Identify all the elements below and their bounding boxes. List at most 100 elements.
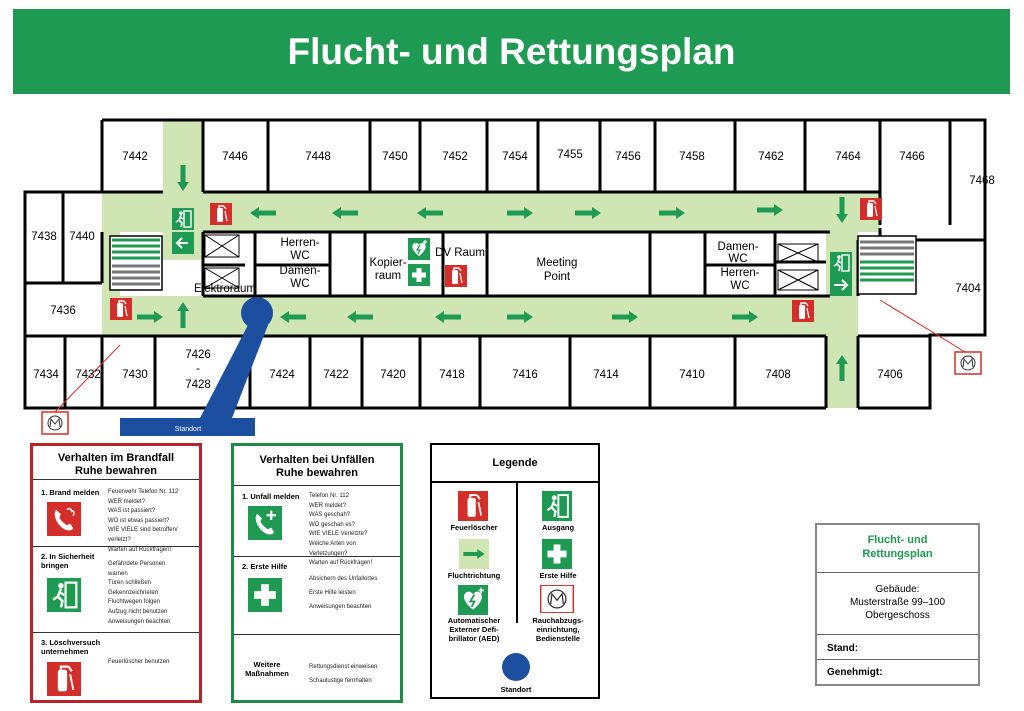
line: Welche Arten von Verletzungen?	[309, 540, 356, 557]
elevator-shafts	[204, 234, 819, 291]
fire-box-title-2: Ruhe bewahren	[75, 465, 157, 477]
room-label: Damen-	[280, 265, 321, 277]
line: Rettungsplan	[862, 548, 933, 560]
room-label: Elektroraum	[194, 283, 256, 295]
fire-extinguisher-icon	[791, 299, 815, 323]
section-heading: 2. Erste Hilfe	[242, 562, 288, 571]
section-lines: Absichern des Unfallortes Erste Hilfe le…	[309, 572, 394, 614]
line: Bedienstelle	[535, 634, 581, 643]
room-label: 7426	[185, 349, 211, 361]
line: WER meldet?	[309, 502, 347, 509]
line: Musterstraße 99–100	[849, 597, 946, 608]
standort-marker-icon	[502, 653, 530, 681]
legend-label: Erste Hilfe	[539, 571, 577, 580]
first-aid-icon	[248, 578, 282, 612]
room-label: 7442	[122, 151, 148, 163]
room-label: 7406	[877, 369, 903, 381]
line: Absichern des Unfallortes	[309, 576, 378, 582]
line: Erste Hilfe leisten	[309, 590, 356, 596]
line: Gebäude:	[875, 584, 920, 595]
standort-marker-icon	[120, 297, 273, 436]
accident-box-title-2: Ruhe bewahren	[276, 467, 358, 479]
info-box: Flucht- und Rettungsplan Gebäude: Muster…	[815, 523, 980, 686]
section-lines: Feuerwehr Telefon Nr. 112 WER meldet? WA…	[108, 488, 193, 555]
room-label: raum	[375, 270, 401, 282]
aed-icon	[458, 585, 488, 615]
room-label: 7466	[899, 151, 925, 163]
line: Aufzug nicht benutzen	[108, 608, 168, 615]
section-heading: 1. Brand melden	[41, 488, 100, 497]
legend-label: Ausgang	[541, 523, 575, 532]
exit-icon	[542, 491, 572, 521]
line: Gefährdete Personen	[108, 561, 166, 567]
section-lines: Feuerlöscher benutzen	[108, 658, 193, 668]
room-label: DV Raum	[435, 247, 485, 259]
line: Rauchabzugs-	[532, 616, 584, 625]
line: WO geschah es?	[309, 521, 356, 528]
fire-alarm-phone-icon	[47, 502, 81, 536]
line: WAS geschah?	[309, 512, 351, 519]
room-label: 7416	[512, 369, 538, 381]
line: Fluchtwegen folgen	[108, 599, 161, 606]
legend-box: Legende Feuerlöscher Ausgang Fluchtricht…	[430, 443, 600, 699]
line: 3. Löschversuch	[41, 638, 101, 647]
accident-box-title-1: Verhalten bei Unfällen	[259, 454, 375, 466]
room-label: Herren-	[281, 237, 320, 249]
room-label: Damen-	[718, 241, 759, 253]
line: bringen	[41, 561, 69, 570]
room-label: 7456	[615, 151, 641, 163]
accident-section-first-aid: 2. Erste Hilfe Absichern des Unfallortes…	[234, 556, 400, 635]
room-label: WC	[290, 278, 309, 290]
room-label: 7434	[33, 369, 59, 381]
exit-icon	[171, 207, 195, 231]
direction-arrow-icon	[172, 232, 194, 254]
room-label: Meeting	[537, 257, 578, 269]
line: Schaulustige fernhalten	[309, 678, 372, 684]
room-label: Herren-	[721, 267, 760, 279]
fire-extinguisher-icon	[47, 662, 81, 696]
line: Anweisungen beachten	[309, 604, 372, 610]
info-stand: Stand:	[817, 635, 978, 660]
line: brillator (AED)	[448, 634, 500, 643]
line: Maßnahmen	[245, 669, 289, 678]
room-label: 7420	[380, 369, 406, 381]
room-label: WC	[290, 250, 309, 262]
legend-label: Feuerlöscher	[450, 523, 498, 532]
info-building: Gebäude: Musterstraße 99–100 Obergeschos…	[817, 573, 978, 635]
legend-label: Automatischer Externer Defi- brillator (…	[434, 616, 514, 643]
fire-extinguisher-icon	[444, 264, 468, 288]
accident-box-title: Verhalten bei Unfällen Ruhe bewahren	[234, 446, 400, 486]
line: Obergeschoss	[865, 610, 930, 621]
legend-label: Fluchtrichtung	[447, 571, 501, 580]
room-label: 7448	[305, 151, 331, 163]
line: Telefon Nr. 112	[309, 493, 349, 499]
room-label: 7462	[758, 151, 784, 163]
emergency-phone-icon	[248, 506, 282, 540]
info-title: Flucht- und Rettungsplan	[817, 525, 978, 573]
line: unternehmen	[41, 647, 89, 656]
lower-corridor	[102, 296, 832, 336]
line: Weitere	[253, 660, 281, 669]
room-label: 7458	[679, 151, 705, 163]
line: 2. In Sicherheit	[41, 552, 95, 561]
room-label: Kopier-	[369, 257, 406, 269]
section-lines: Gefährdete Personen warnen Türen schließ…	[108, 560, 193, 627]
room-label: 7468	[969, 175, 995, 187]
line: WAS ist passiert?	[108, 508, 156, 515]
line: WIE VIELE sind betroffen/ verletzt?	[108, 527, 178, 543]
room-label: 7440	[69, 231, 95, 243]
fire-extinguisher-icon	[209, 202, 233, 226]
line: einrichtung,	[536, 625, 580, 634]
section-heading: 1. Unfall melden	[242, 492, 300, 501]
smoke-extraction-icon	[954, 351, 982, 375]
line: Türen schließen	[108, 580, 152, 587]
first-aid-icon	[408, 264, 430, 286]
line: Automatischer	[447, 616, 501, 625]
line: Warten auf Rückfragen!	[309, 560, 373, 567]
